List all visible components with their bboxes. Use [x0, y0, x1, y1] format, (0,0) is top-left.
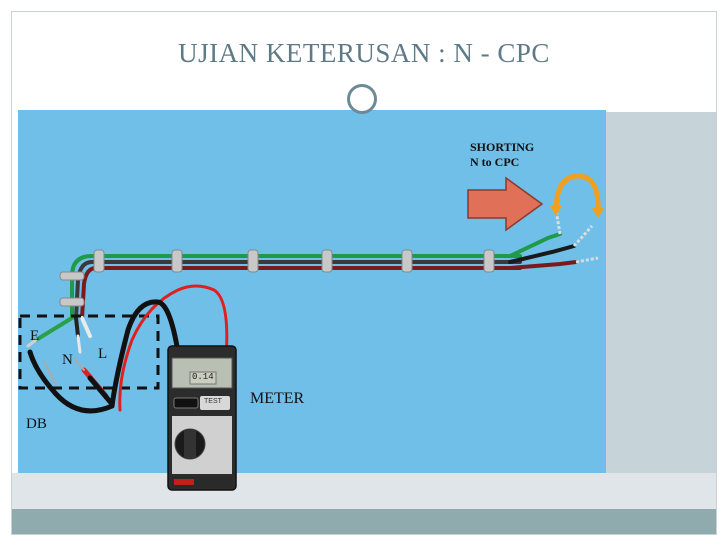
slide-title: UJIAN KETERUSAN : N - CPC [178, 38, 550, 68]
shorting-link-head-left [550, 206, 562, 216]
annotation-line1: SHORTING [470, 140, 535, 154]
shorting-link-head-right [592, 208, 604, 218]
meter-test-button: TEST [204, 398, 222, 405]
distribution-board-box [18, 314, 160, 390]
test-leads [27, 284, 229, 414]
meter-label: METER [250, 390, 305, 407]
title-ornament-circle [347, 84, 377, 114]
db-conductors [26, 316, 92, 354]
shorting-link [553, 173, 601, 215]
side-panel [605, 112, 717, 473]
annotation-arrow [467, 176, 544, 232]
db-label: DB [26, 416, 47, 432]
wiring-diagram [18, 110, 606, 473]
bare-wire-ends [554, 209, 599, 264]
terminal-e-label: E [30, 328, 40, 344]
lower-band [12, 473, 716, 509]
terminal-n-label: N [62, 352, 73, 368]
cable-clips [59, 249, 495, 307]
bottom-strip [12, 509, 716, 534]
multimeter [167, 345, 237, 491]
test-probes [43, 357, 115, 407]
terminal-l-label: L [98, 346, 108, 362]
annotation-line2: N to CPC [470, 155, 520, 169]
meter-display-reading: 0.14 [192, 372, 214, 382]
